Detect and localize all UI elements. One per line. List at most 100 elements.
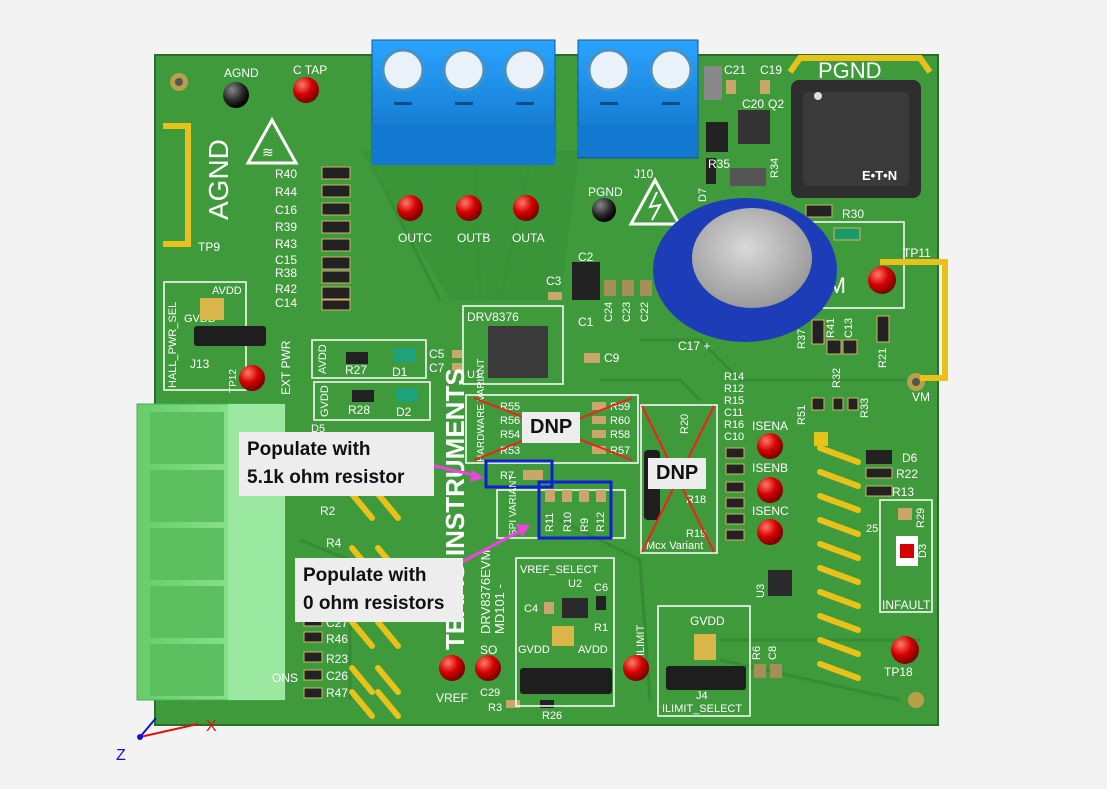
- svg-text:R28: R28: [348, 403, 370, 417]
- spi-variant-label: SPI VARIANT: [508, 475, 519, 537]
- jumper-wire-pgnd: [787, 55, 933, 74]
- x-axis-label: X: [206, 718, 217, 735]
- ctap-test-point[interactable]: [293, 77, 319, 103]
- outb-label: OUTB: [457, 231, 490, 245]
- svg-text:R7: R7: [500, 470, 514, 482]
- z-axis-label: Z: [116, 747, 126, 764]
- outb-test-point[interactable]: [456, 195, 482, 221]
- svg-text:R35: R35: [708, 157, 730, 171]
- tp9-label: TP9: [198, 240, 220, 254]
- vm-tp-label: VM: [912, 390, 930, 404]
- power-terminal-block: [577, 39, 699, 159]
- svg-text:R20: R20: [679, 414, 691, 434]
- isenb-test-point[interactable]: [757, 477, 783, 503]
- svg-text:R38: R38: [275, 266, 297, 280]
- d3-label: D3: [917, 544, 929, 558]
- callout-5k1-resistor: Populate with 5.1k ohm resistor: [239, 432, 434, 496]
- svg-text:GVDD: GVDD: [319, 385, 331, 417]
- svg-text:25: 25: [866, 523, 878, 535]
- j10-label: J10: [634, 167, 654, 181]
- callout-2-line2: 0 ohm resistors: [303, 593, 445, 614]
- outc-test-point[interactable]: [397, 195, 423, 221]
- vref-jumper[interactable]: [552, 626, 574, 646]
- svg-text:R40: R40: [275, 167, 297, 181]
- svg-text:C8: C8: [767, 646, 779, 660]
- board-name: DRV8376EVM: [478, 550, 493, 634]
- drv8376-silk: DRV8376: [467, 310, 519, 324]
- svg-text:R44: R44: [275, 185, 297, 199]
- eaton-logo: E•T•N: [862, 168, 897, 183]
- svg-text:R41: R41: [825, 318, 837, 338]
- ilimit-jumper[interactable]: [694, 634, 716, 660]
- svg-text:C7: C7: [429, 361, 445, 375]
- u2-ic: [562, 598, 588, 618]
- svg-text:R13: R13: [892, 485, 914, 499]
- agnd-test-point[interactable]: [223, 82, 249, 108]
- svg-text:AVDD: AVDD: [317, 344, 329, 374]
- svg-text:R39: R39: [275, 220, 297, 234]
- svg-text:C14: C14: [275, 296, 297, 310]
- svg-text:R1: R1: [594, 622, 608, 634]
- svg-text:R60: R60: [610, 415, 630, 427]
- svg-text:R26: R26: [542, 710, 562, 722]
- hardware-variant-label: HARDWARE VARIANT: [476, 359, 487, 462]
- vref-header[interactable]: [520, 668, 612, 694]
- isenb-label: ISENB: [752, 461, 788, 475]
- isenc-label: ISENC: [752, 504, 789, 518]
- dnp-label-hardware: DNP: [522, 412, 581, 443]
- svg-text:≋: ≋: [262, 144, 274, 160]
- svg-text:R47: R47: [326, 686, 348, 700]
- svg-text:R32: R32: [831, 368, 843, 388]
- so-test-point[interactable]: [475, 655, 501, 681]
- svg-text:VREF: VREF: [436, 691, 468, 705]
- arrow-to-spi-resistors: [461, 528, 523, 564]
- ilimit-header[interactable]: [666, 666, 746, 690]
- pgnd-test-point[interactable]: [592, 198, 616, 222]
- svg-text:C19: C19: [760, 63, 782, 77]
- hall-pwr-header[interactable]: [194, 326, 266, 346]
- svg-text:D7: D7: [697, 188, 709, 202]
- svg-text:R30: R30: [842, 207, 864, 221]
- outa-test-point[interactable]: [513, 195, 539, 221]
- q2-label: Q2: [768, 97, 784, 111]
- svg-text:R42: R42: [275, 282, 297, 296]
- ilimit-test-point[interactable]: [623, 655, 649, 681]
- z-axis-line: [139, 717, 157, 738]
- ilim-gvdd-label: GVDD: [690, 614, 725, 628]
- r7-highlight-box: [484, 459, 554, 489]
- svg-text:R23: R23: [326, 652, 348, 666]
- hdr-avdd-label: AVDD: [212, 285, 242, 297]
- svg-text:R51: R51: [796, 405, 808, 425]
- tp18-test-point[interactable]: [891, 636, 919, 664]
- motor-terminal-block: [371, 39, 556, 165]
- svg-text:TP12: TP12: [228, 369, 239, 393]
- isena-test-point[interactable]: [757, 433, 783, 459]
- mcx-variant-label: Mcx Variant: [646, 540, 703, 552]
- vm-test-point[interactable]: [868, 266, 896, 294]
- right-header-pins: [817, 445, 861, 681]
- outc-label: OUTC: [398, 231, 432, 245]
- vref-test-point[interactable]: [439, 655, 465, 681]
- hall-pwr-sel-label: HALL_PWR_SEL: [167, 302, 179, 388]
- tp12-test-point[interactable]: [239, 365, 265, 391]
- isenc-test-point[interactable]: [757, 519, 783, 545]
- svg-text:C20: C20: [742, 97, 764, 111]
- u3-label: U3: [755, 584, 767, 598]
- agnd-silk-label: AGND: [203, 139, 234, 220]
- u3-ic: [768, 570, 792, 596]
- ilimit-select-label: ILIMIT_SELECT: [662, 703, 742, 715]
- svg-text:C4: C4: [524, 603, 538, 615]
- hall-pwr-jumper[interactable]: [200, 298, 224, 320]
- svg-text:R11: R11: [544, 513, 556, 532]
- isena-label: ISENA: [752, 419, 788, 433]
- board-rev: MD101 -: [492, 584, 507, 634]
- j4-label: J4: [696, 690, 708, 702]
- jumper-wire-tp9: [163, 123, 191, 247]
- svg-text:R21: R21: [877, 348, 889, 368]
- svg-text:R12: R12: [724, 383, 744, 395]
- svg-text:R29: R29: [915, 508, 927, 528]
- d1-label: D1: [392, 365, 408, 379]
- svg-text:C29: C29: [480, 687, 500, 699]
- svg-text:R6: R6: [751, 646, 763, 660]
